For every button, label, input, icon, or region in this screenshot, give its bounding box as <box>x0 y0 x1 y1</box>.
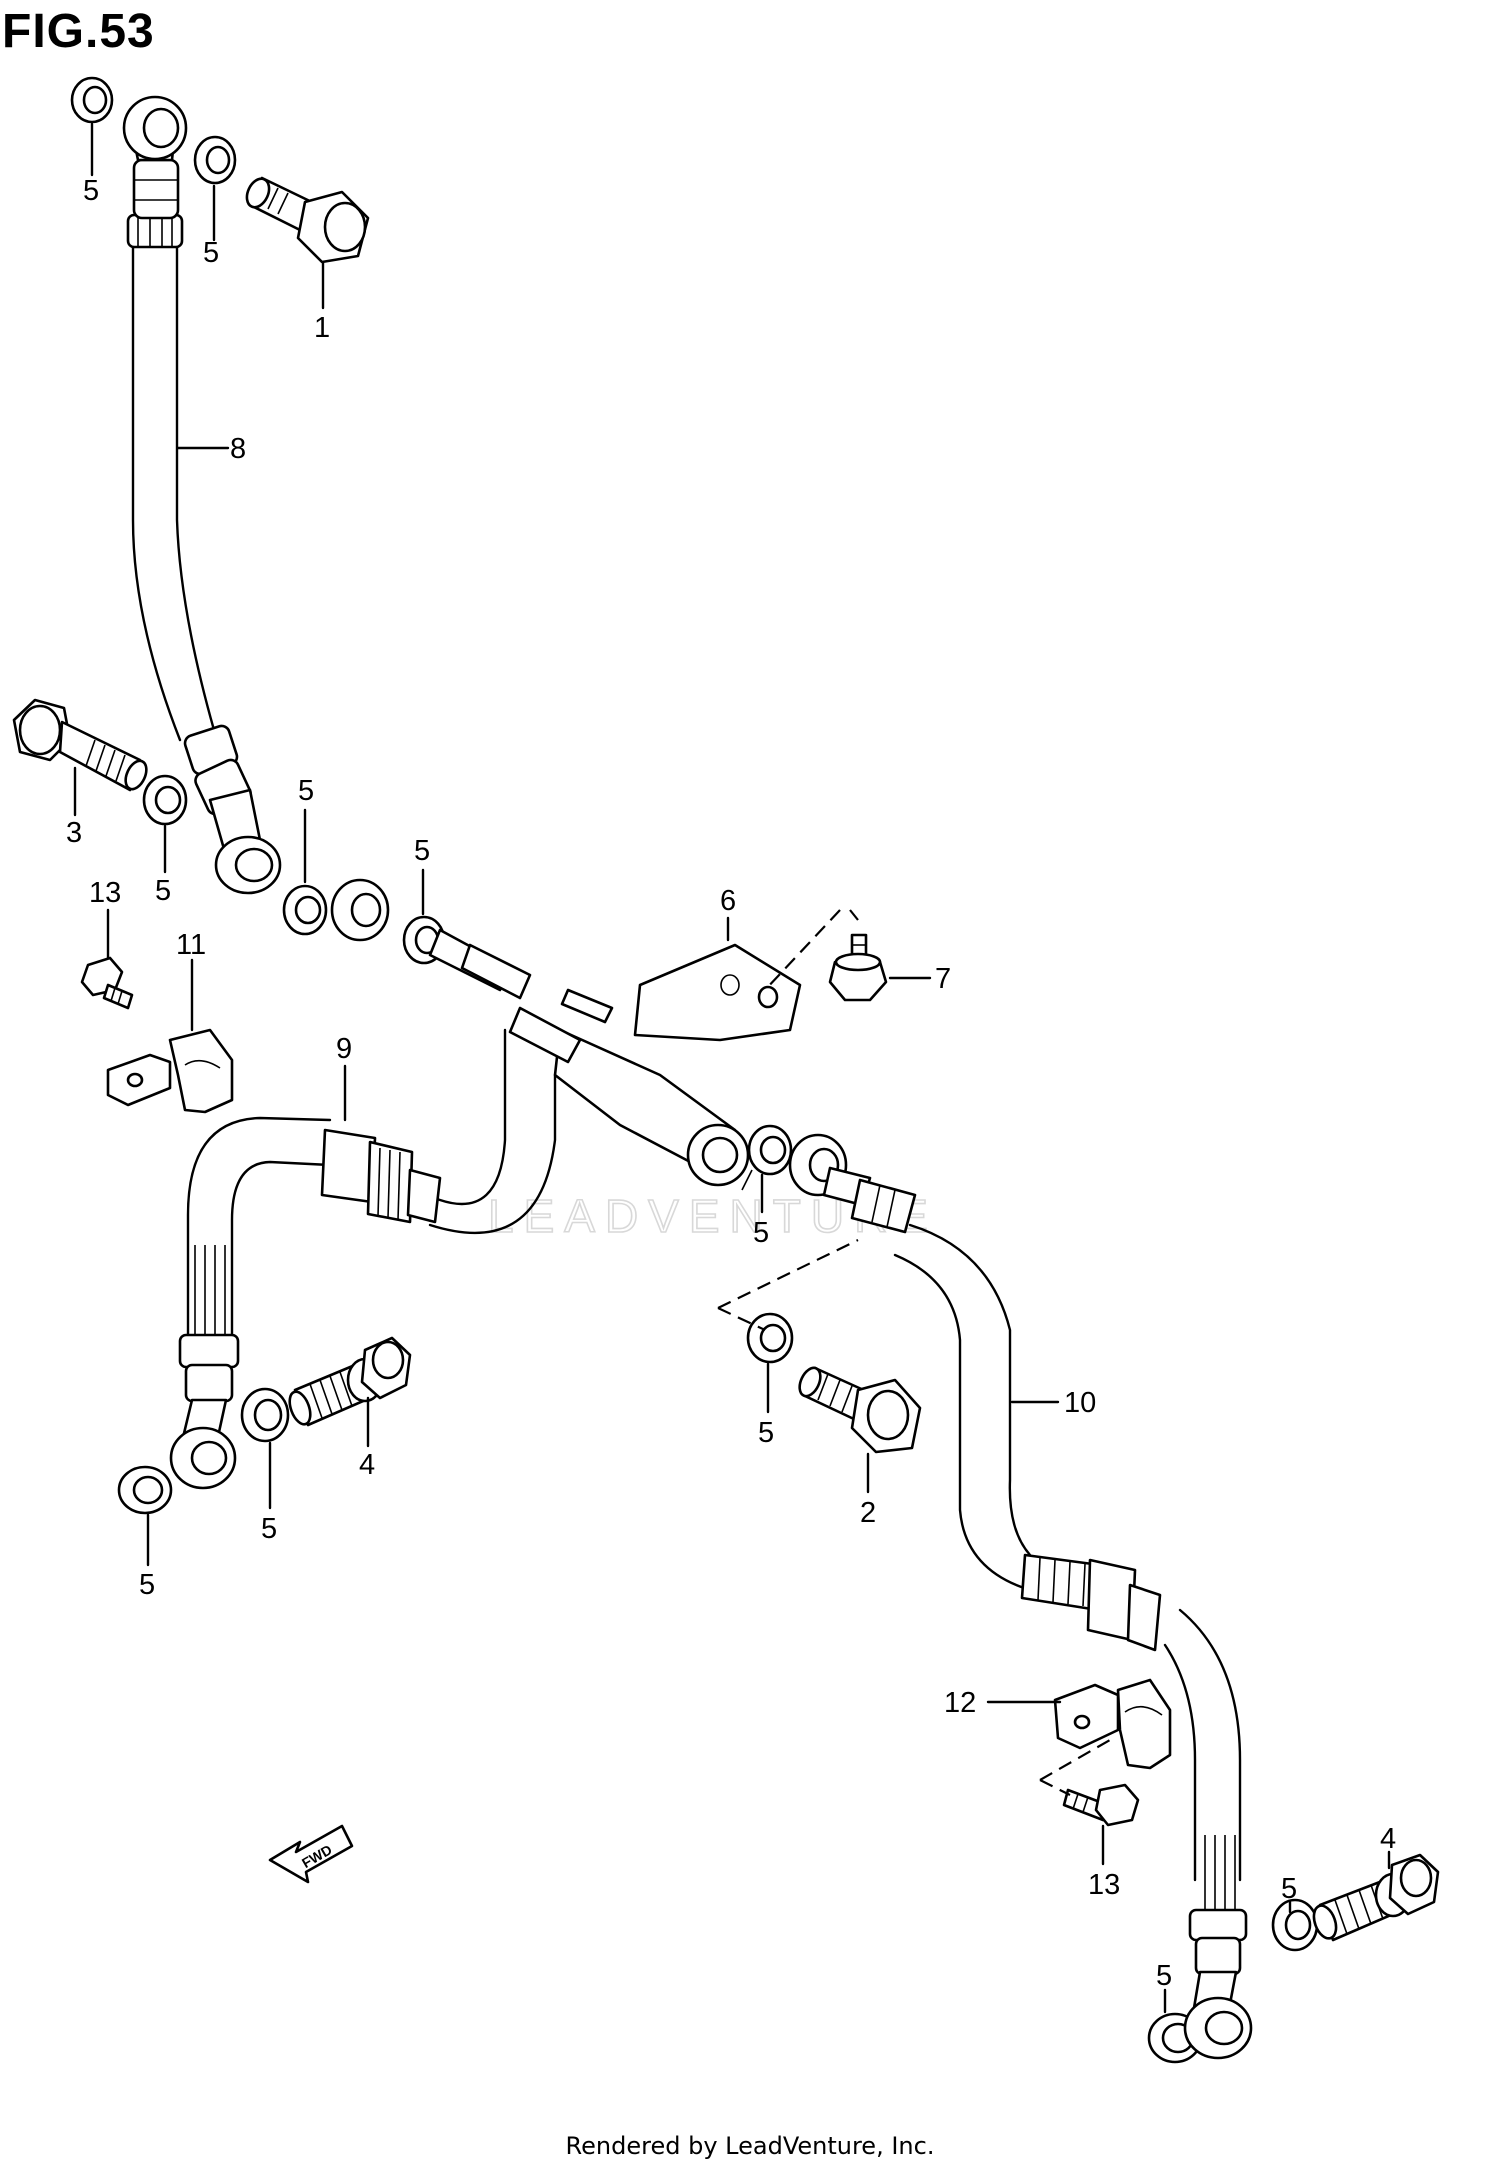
washer-5-b[interactable] <box>193 135 237 185</box>
union-bolt-4-b[interactable] <box>1310 1853 1440 1942</box>
leader-6-dash <box>764 909 841 991</box>
washer-5-f[interactable] <box>747 1124 793 1176</box>
callout-5: 5 <box>414 835 430 867</box>
union-bolt-2[interactable] <box>796 1365 922 1454</box>
callout-5: 5 <box>139 1569 155 1601</box>
callout-3: 3 <box>66 817 82 849</box>
callout-6: 6 <box>720 885 736 917</box>
clamp-12[interactable] <box>1053 1678 1172 1770</box>
leader-13b-dash <box>1039 1739 1111 1781</box>
washer-5-g[interactable] <box>746 1312 794 1364</box>
callout-8: 8 <box>230 433 246 465</box>
brake-hose-9[interactable] <box>169 878 557 1490</box>
callout-7: 7 <box>935 963 951 995</box>
callout-5: 5 <box>1156 1960 1172 1992</box>
leader-13b-dash-2 <box>1039 1779 1071 1796</box>
callout-5: 5 <box>758 1417 774 1449</box>
callout-5: 5 <box>203 237 219 269</box>
washer-5-c[interactable] <box>142 774 188 826</box>
leader-5g-dash <box>717 1307 766 1331</box>
callout-1: 1 <box>314 312 330 344</box>
washer-5-h[interactable] <box>240 1387 290 1443</box>
callout-13: 13 <box>89 877 121 909</box>
screw-13-b[interactable] <box>1062 1783 1140 1827</box>
washer-5-j[interactable] <box>1271 1898 1319 1952</box>
bolt-7[interactable] <box>828 933 888 1002</box>
callouts: 5 5 1 8 3 5 5 5 13 11 9 6 7 5 5 2 10 4 5… <box>66 175 1396 1992</box>
callout-5: 5 <box>83 175 99 207</box>
leader-2-dash <box>717 1239 859 1309</box>
callout-5: 5 <box>753 1217 769 1249</box>
union-bolt-3[interactable] <box>12 698 150 792</box>
callout-4: 4 <box>1380 1823 1396 1855</box>
callout-10: 10 <box>1064 1387 1096 1419</box>
callout-13: 13 <box>1088 1869 1120 1901</box>
fwd-arrow-icon: FWD <box>268 1824 354 1884</box>
callout-5: 5 <box>155 875 171 907</box>
callout-12: 12 <box>944 1687 976 1719</box>
brake-hose-8[interactable] <box>122 95 282 895</box>
clamp-11[interactable] <box>106 1028 234 1114</box>
union-bolt-4-a[interactable] <box>286 1336 412 1427</box>
callout-5: 5 <box>298 775 314 807</box>
washer-5-i[interactable] <box>117 1465 173 1515</box>
callout-4: 4 <box>359 1449 375 1481</box>
callout-5: 5 <box>261 1513 277 1545</box>
union-bolt-1[interactable] <box>243 175 370 264</box>
callout-11: 11 <box>176 929 206 961</box>
figure-title: FIG.53 <box>2 5 155 58</box>
washer-5-d[interactable] <box>282 884 328 936</box>
footer-credit: Rendered by LeadVenture, Inc. <box>565 2132 935 2160</box>
brake-hose-10[interactable] <box>788 1133 1253 2060</box>
callout-9: 9 <box>336 1033 352 1065</box>
leader-lines <box>73 122 1391 2014</box>
callout-5: 5 <box>1281 1873 1297 1905</box>
washer-5-a[interactable] <box>70 76 114 124</box>
callout-2: 2 <box>860 1497 876 1529</box>
leader-7-dash <box>849 909 859 921</box>
screw-13-a[interactable] <box>80 956 134 1010</box>
